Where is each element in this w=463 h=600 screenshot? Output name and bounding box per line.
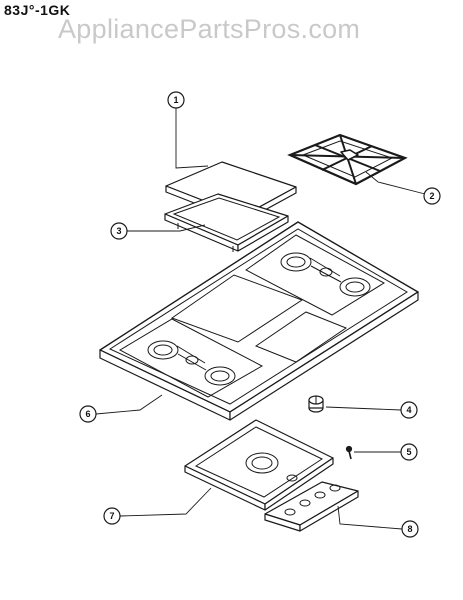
svg-text:7: 7 <box>109 511 114 521</box>
control-knob <box>308 395 324 413</box>
leader-lines <box>95 108 426 530</box>
callout-6: 6 <box>79 405 97 423</box>
callout-1: 1 <box>167 91 185 109</box>
callout-5: 5 <box>400 443 418 461</box>
model-code: 83J°-1GK <box>4 2 71 18</box>
screw <box>345 445 353 460</box>
callout-2: 2 <box>423 187 441 205</box>
callout-8: 8 <box>401 520 419 538</box>
svg-text:3: 3 <box>116 226 121 236</box>
griddle-frame <box>164 193 289 252</box>
svg-text:5: 5 <box>406 447 411 457</box>
watermark: AppliancePartsPros.com <box>58 14 361 44</box>
callout-3: 3 <box>110 222 128 240</box>
svg-text:1: 1 <box>173 95 178 105</box>
burner-grate <box>287 133 408 186</box>
cooktop-main-top <box>99 221 419 421</box>
callout-4: 4 <box>400 401 418 419</box>
callout-7: 7 <box>103 507 121 525</box>
control-panel <box>264 481 359 532</box>
svg-text:4: 4 <box>406 405 411 415</box>
svg-text:6: 6 <box>85 409 90 419</box>
svg-text:2: 2 <box>429 191 434 201</box>
burner-module-pan <box>184 419 334 511</box>
svg-text:8: 8 <box>407 524 412 534</box>
